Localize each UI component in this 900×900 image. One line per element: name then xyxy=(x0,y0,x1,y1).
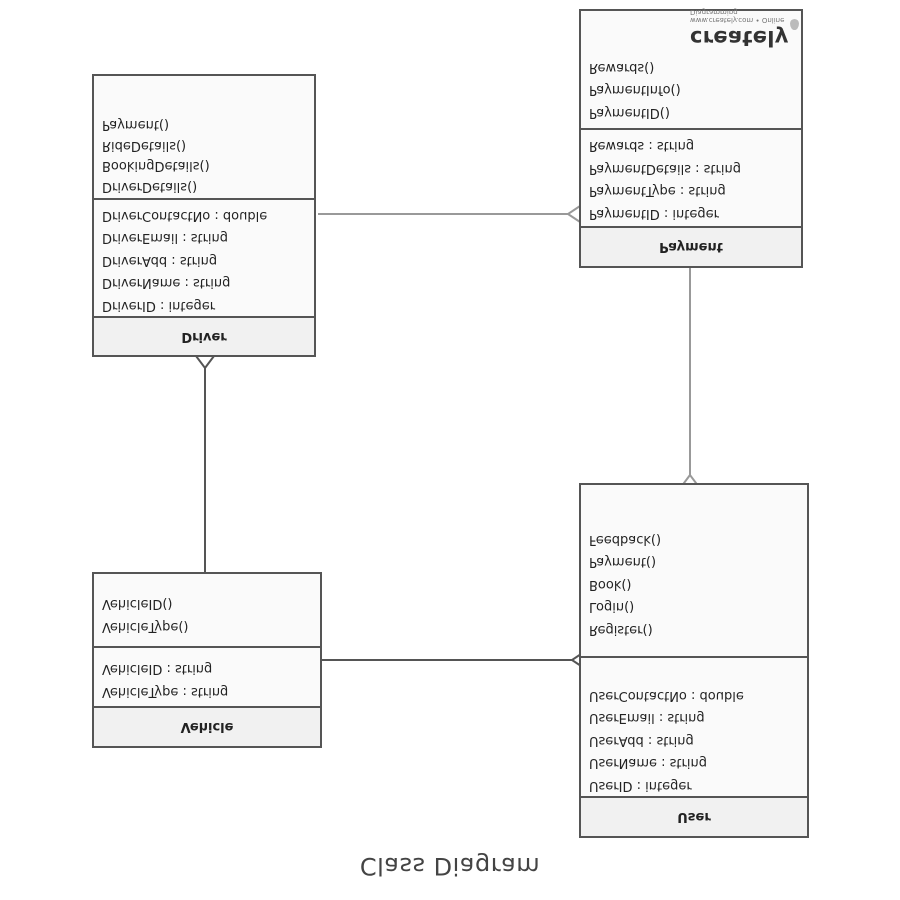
operation-row: Login() xyxy=(589,599,635,615)
user-class[interactable]: User UserID : integer UserName : string … xyxy=(579,483,809,838)
attribute-row: UserContactNo : double xyxy=(589,688,744,703)
operation-row: DriverDetails() xyxy=(102,179,198,194)
logo-brand: creately xyxy=(690,26,789,50)
attribute-row: VehicleID : string xyxy=(102,661,213,677)
attribute-row: DriverContactNo : double xyxy=(102,208,268,223)
driver-class-name: Driver xyxy=(94,316,314,355)
attribute-row: UserAdd : string xyxy=(589,733,694,748)
operation-row: Book() xyxy=(589,577,632,592)
vehicle-to-driver-generalization xyxy=(194,355,216,572)
user-attributes: UserID : integer UserName : string UserA… xyxy=(581,656,807,798)
attribute-row: UserID : integer xyxy=(589,778,692,793)
attribute-row: DriverID : integer xyxy=(102,298,216,313)
operation-row: Register() xyxy=(589,622,653,637)
user-class-name: User xyxy=(581,796,807,836)
driver-to-payment-association xyxy=(318,204,581,224)
operation-row: Rewards() xyxy=(589,60,655,75)
attribute-row: PaymentDetails : string xyxy=(589,161,741,176)
driver-operations: DriverDetails() BookingDetails() RideDet… xyxy=(94,114,314,198)
vehicle-class-name: Vehicle xyxy=(94,706,320,746)
payment-attributes: PaymentID : integer PaymentType : string… xyxy=(581,128,801,228)
attribute-row: UserEmail : string xyxy=(589,710,705,726)
user-to-vehicle-association xyxy=(320,650,585,670)
driver-attributes: DriverID : integer DriverName : string D… xyxy=(94,198,314,318)
payment-class-name: Payment xyxy=(581,226,801,266)
operation-row: VehicleID() xyxy=(102,596,173,612)
operation-row: PaymentInfo() xyxy=(589,82,681,98)
driver-class[interactable]: Driver DriverID : integer DriverName : s… xyxy=(92,74,316,357)
attribute-row: PaymentType : string xyxy=(589,183,726,199)
attribute-row: Rewards : string xyxy=(589,138,695,154)
operation-row: VehicleType() xyxy=(102,619,189,634)
diagram-caption: Class Diagram xyxy=(359,852,541,880)
vehicle-operations: VehicleType() VehicleID() xyxy=(94,592,320,646)
user-operations: Register() Login() Book() Payment() Feed… xyxy=(581,528,807,657)
attribute-row: UserName : string xyxy=(589,755,707,771)
attribute-row: DriverAdd : string xyxy=(102,253,218,268)
payment-operations: PaymentID() PaymentInfo() Rewards() xyxy=(581,56,801,129)
vehicle-attributes: VehicleType : string VehicleID : string xyxy=(94,646,320,708)
operation-row: PaymentID() xyxy=(589,105,670,120)
attribute-row: DriverName : string xyxy=(102,275,231,291)
payment-to-user-association xyxy=(679,268,701,488)
driver-arrowhead xyxy=(194,355,216,370)
operation-row: Feedback() xyxy=(589,532,662,547)
attribute-row: DriverEmail : string xyxy=(102,230,229,246)
attribute-row: VehicleType : string xyxy=(102,684,229,699)
operation-row: Payment() xyxy=(102,117,170,133)
operation-row: RideDetails() xyxy=(102,138,187,153)
vehicle-class[interactable]: Vehicle VehicleType : string VehicleID :… xyxy=(92,572,322,748)
operation-row: Payment() xyxy=(589,554,657,570)
operation-row: BookingDetails() xyxy=(102,158,210,174)
attribute-row: PaymentID : integer xyxy=(589,206,719,221)
